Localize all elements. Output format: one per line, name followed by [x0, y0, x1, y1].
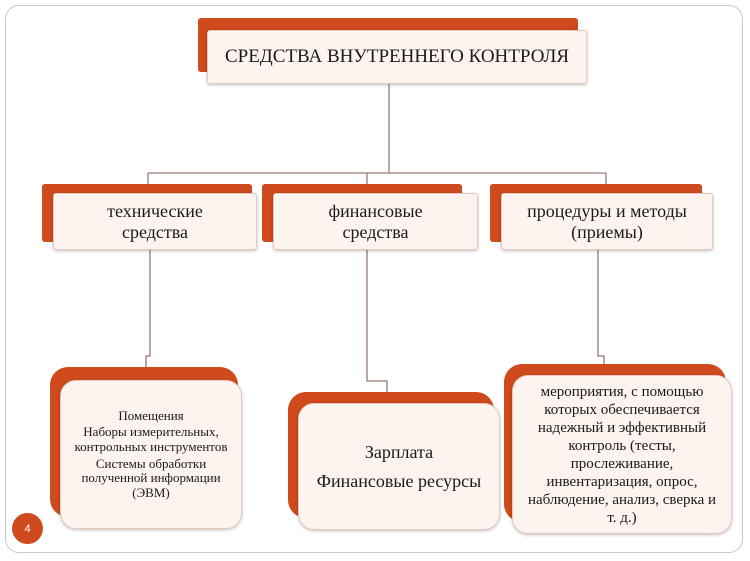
link-technical: [145, 249, 151, 372]
root-node: СРЕДСТВА ВНУТРЕННЕГО КОНТРОЛЯ: [198, 18, 590, 84]
detail-procedures: мероприятия, с помощью которых обеспечив…: [504, 364, 732, 534]
detail-financial: Зарплата Финансовые ресурсы: [288, 392, 500, 530]
category-financial-label: финансовые средства: [273, 193, 478, 250]
category-financial: финансовые средства: [262, 184, 478, 250]
category-technical: технические средства: [42, 184, 257, 250]
detail-financial-item-2: Финансовые ресурсы: [316, 471, 482, 491]
detail-technical: Помещения Наборы измерительных, контроль…: [50, 367, 242, 529]
detail-technical-item-2: Наборы измерительных, контрольных инстру…: [74, 424, 228, 454]
link-financial: [366, 249, 388, 394]
detail-technical-item-1: Помещения: [118, 407, 184, 423]
root-title: СРЕДСТВА ВНУТРЕННЕГО КОНТРОЛЯ: [207, 30, 587, 84]
link-procedures: [597, 249, 605, 369]
page-number-badge: 4: [12, 513, 43, 544]
category-procedures: процедуры и методы (приемы): [490, 184, 714, 250]
category-procedures-label: процедуры и методы (приемы): [501, 193, 713, 250]
category-technical-label: технические средства: [53, 193, 257, 250]
detail-financial-item-1: Зарплата: [364, 441, 434, 462]
detail-technical-item-3: Системы обработки полученной информации …: [81, 455, 221, 500]
detail-procedures-text: мероприятия, с помощью которых обеспечив…: [512, 375, 732, 534]
